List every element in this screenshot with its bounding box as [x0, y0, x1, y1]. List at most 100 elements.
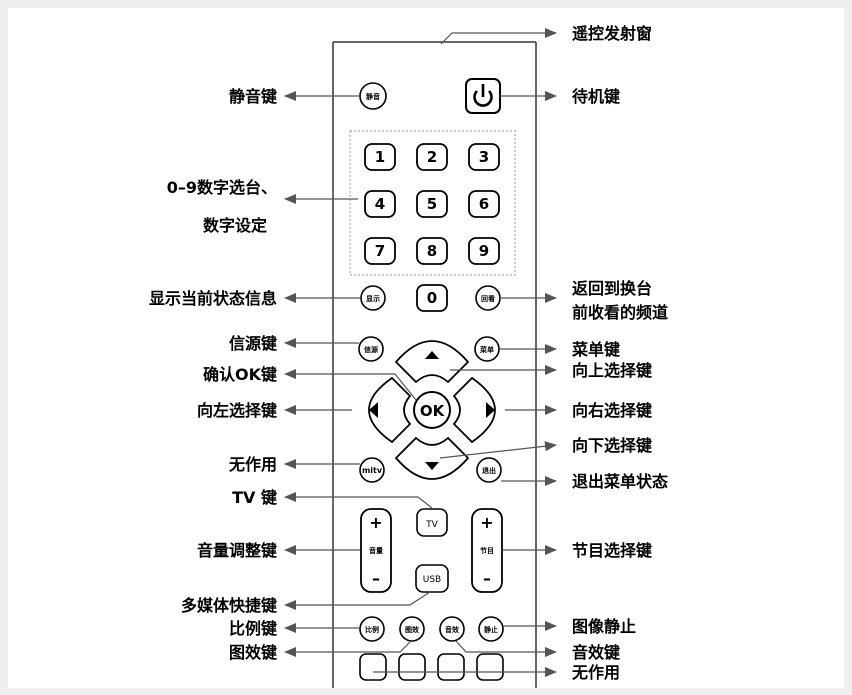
label-ir-window: 遥控发射窗 [572, 24, 652, 43]
arrow-up-icon [425, 351, 439, 359]
digit-key-3[interactable]: 3 [468, 143, 500, 171]
ratio-button[interactable]: 比例 [359, 616, 385, 642]
digit-key-8[interactable]: 8 [416, 237, 448, 265]
exit-button[interactable]: 退出 [476, 457, 502, 483]
svg-text:退出: 退出 [482, 466, 496, 475]
svg-text:9: 9 [479, 242, 489, 260]
program-label: 节目 [480, 546, 494, 555]
svg-text:信源: 信源 [364, 345, 378, 354]
label-ok: 确认OK键 [203, 365, 277, 384]
volume-rocker[interactable]: + 音量 – [360, 508, 392, 593]
svg-text:2: 2 [427, 148, 437, 166]
svg-text:音效: 音效 [445, 625, 460, 634]
right-annotations: 遥控发射窗 待机键 返回到换台 前收看的频道 菜单键 向上选择键 向右选择键 向… [571, 24, 668, 682]
label-usb: 多媒体快捷键 [181, 596, 277, 615]
svg-text:4: 4 [375, 195, 385, 213]
svg-text:5: 5 [427, 195, 437, 213]
digit-key-1[interactable]: 1 [364, 143, 396, 171]
program-rocker[interactable]: + 节目 – [471, 508, 503, 593]
svg-text:比例: 比例 [365, 625, 379, 634]
svg-text:6: 6 [479, 195, 489, 213]
dpad-up-button[interactable] [394, 340, 470, 384]
label-freeze: 图像静止 [572, 617, 636, 636]
dpad-right-button[interactable] [452, 376, 496, 444]
program-up-label: + [480, 513, 493, 532]
picture-button[interactable]: 图效 [399, 616, 425, 642]
display-button[interactable]: 显示 [360, 285, 386, 311]
label-menu: 菜单键 [571, 340, 620, 359]
svg-text:mitv: mitv [362, 466, 383, 475]
dpad-down-button[interactable] [394, 436, 470, 480]
dpad-left-button[interactable] [368, 376, 412, 444]
label-down: 向下选择键 [572, 436, 652, 455]
volume-label: 音量 [369, 546, 383, 555]
mitv-button[interactable]: mitv [359, 457, 385, 483]
label-left: 向左选择键 [197, 401, 277, 420]
freeze-button[interactable]: 静止 [478, 616, 504, 642]
menu-button[interactable]: 菜单 [474, 336, 500, 362]
label-picture: 图效键 [229, 643, 277, 662]
svg-text:TV: TV [425, 520, 438, 530]
ok-button[interactable]: OK [413, 391, 451, 429]
arrow-right-icon [486, 402, 495, 418]
label-source: 信源键 [229, 334, 277, 353]
arrow-down-icon [425, 462, 439, 470]
digit-key-6[interactable]: 6 [468, 190, 500, 218]
label-ratio: 比例键 [229, 619, 277, 638]
digit-key-2[interactable]: 2 [416, 143, 448, 171]
label-up: 向上选择键 [572, 361, 652, 380]
svg-text:1: 1 [375, 148, 385, 166]
svg-text:8: 8 [427, 242, 437, 260]
label-right: 向右选择键 [572, 401, 652, 420]
label-sound: 音效键 [572, 643, 620, 662]
label-standby: 待机键 [572, 87, 620, 106]
label-display: 显示当前状态信息 [149, 289, 277, 308]
label-tv: TV 键 [232, 488, 277, 507]
recall-button[interactable]: 回看 [475, 285, 501, 311]
usb-button[interactable]: USB [415, 564, 449, 593]
svg-text:静音: 静音 [366, 92, 380, 101]
svg-text:静止: 静止 [484, 625, 498, 634]
svg-text:回看: 回看 [481, 294, 495, 303]
label-none-bottom: 无作用 [571, 663, 620, 682]
digit-key-5[interactable]: 5 [416, 190, 448, 218]
label-return-line2: 前收看的频道 [572, 303, 668, 322]
svg-text:OK: OK [420, 402, 446, 420]
svg-text:显示: 显示 [366, 294, 380, 303]
label-return-line1: 返回到换台 [572, 279, 652, 298]
volume-up-label: + [369, 513, 382, 532]
volume-down-label: – [372, 569, 380, 588]
digit-key-7[interactable]: 7 [364, 237, 396, 265]
blank-key-4[interactable] [476, 653, 504, 681]
label-program: 节目选择键 [572, 541, 652, 560]
remote-body [332, 41, 537, 688]
label-volume: 音量调整键 [197, 541, 277, 560]
svg-text:7: 7 [375, 242, 385, 260]
svg-text:图效: 图效 [405, 625, 420, 634]
digit-keypad-area [349, 130, 516, 276]
arrow-left-icon [369, 402, 378, 418]
svg-text:USB: USB [423, 575, 441, 585]
left-annotations: 静音键 0–9数字选台、 数字设定 显示当前状态信息 信源键 确认OK键 向左选… [149, 87, 277, 662]
power-button[interactable] [465, 78, 501, 114]
mute-button[interactable]: 静音 [359, 82, 387, 110]
program-down-label: – [483, 569, 491, 588]
label-digits-line1: 0–9数字选台、 [167, 178, 277, 197]
label-mute: 静音键 [229, 87, 277, 106]
digit-key-4[interactable]: 4 [364, 190, 396, 218]
blank-key-1[interactable] [359, 653, 387, 681]
sound-button[interactable]: 音效 [439, 616, 465, 642]
label-none-mid: 无作用 [228, 455, 277, 474]
blank-key-2[interactable] [398, 653, 426, 681]
tv-button[interactable]: TV [416, 508, 448, 537]
blank-key-3[interactable] [437, 653, 465, 681]
digit-key-0[interactable]: 0 [416, 284, 448, 312]
digit-key-9[interactable]: 9 [468, 237, 500, 265]
svg-text:3: 3 [479, 148, 489, 166]
power-icon [473, 84, 493, 107]
pointer-lines [284, 28, 557, 677]
svg-text:0: 0 [427, 289, 437, 307]
source-button[interactable]: 信源 [358, 336, 384, 362]
